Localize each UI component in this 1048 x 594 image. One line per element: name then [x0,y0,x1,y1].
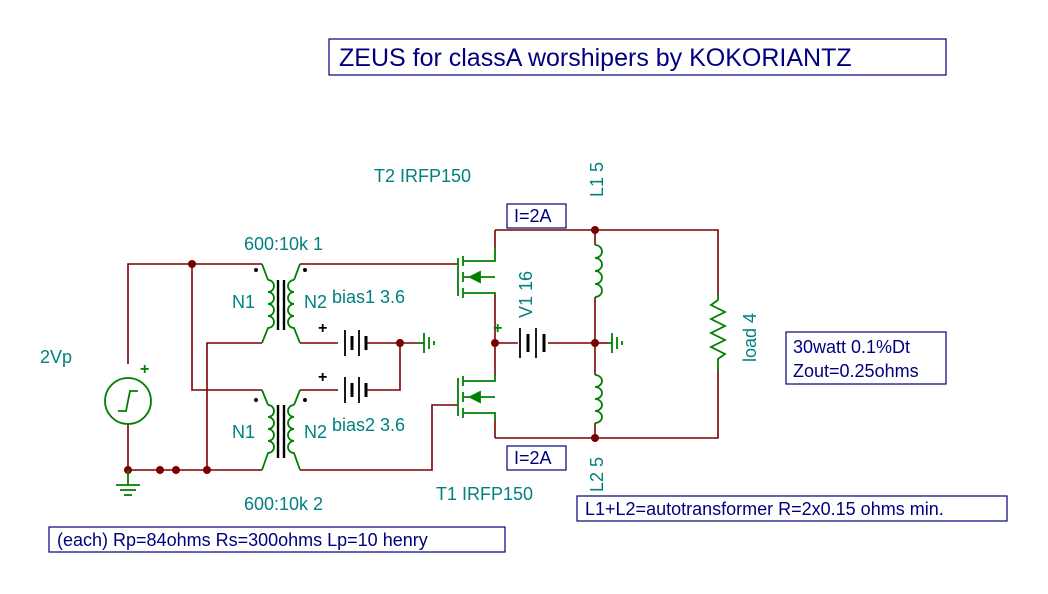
source-label: 2Vp [40,347,72,367]
t1-label: T1 IRFP150 [436,484,533,504]
transformer-1-label: 600:10k 1 [244,234,323,254]
svg-text:(each) Rp=84ohms Rs=300ohms Lp: (each) Rp=84ohms Rs=300ohms Lp=10 henry [57,530,428,550]
transformer-1-n2: N2 [304,292,327,312]
transformer-2-n1: N1 [232,422,255,442]
v1-battery: + V1 16 [493,271,546,358]
wires [127,229,719,471]
svg-text:I=2A: I=2A [514,448,552,468]
ground-icon [116,470,140,496]
t2-label: T2 IRFP150 [374,166,471,186]
l1-label: L1 5 [587,162,607,197]
svg-text:I=2A: I=2A [514,206,552,226]
title-text: ZEUS for classA worshipers by KOKORIANTZ [339,44,852,72]
current-note-top: I=2A [506,203,567,229]
ground-icon [418,333,435,353]
transformer-2-label: 600:10k 2 [244,494,323,514]
bias1-battery: + bias1 3.6 [318,287,405,356]
current-note-bottom: I=2A [506,445,567,471]
v1-label: V1 16 [516,271,536,318]
inductor-l1: L1 5 [587,162,607,298]
bias2-battery: + bias2 3.6 [318,369,405,435]
mosfet-t1: T1 IRFP150 [436,375,533,504]
mosfet-t2: T2 IRFP150 [374,166,496,298]
transformer-2-n2: N2 [304,422,327,442]
junction-nodes [124,226,599,474]
svg-text:L1+L2=autotransformer R=2x0.15: L1+L2=autotransformer R=2x0.15 ohms min. [585,499,944,519]
load-resistor: load 4 [708,295,760,370]
transformer-params-note: (each) Rp=84ohms Rs=300ohms Lp=10 henry [48,526,506,553]
transformer-1-n1: N1 [232,292,255,312]
bias2-label: bias2 3.6 [332,415,405,435]
svg-text:+: + [318,320,327,337]
load-label: load 4 [740,313,760,362]
title-box: ZEUS for classA worshipers by KOKORIANTZ [328,38,947,76]
transformer-2: 600:10k 2 N1 N2 [232,389,327,514]
svg-text:+: + [318,369,327,386]
voltage-source: + 2Vp [40,347,152,425]
autotransformer-note: L1+L2=autotransformer R=2x0.15 ohms min. [576,495,1008,522]
inductor-l2: L2 5 [587,374,607,492]
spec-line-2: Zout=0.25ohms [793,361,919,381]
spec-line-1: 30watt 0.1%Dt [793,337,910,357]
svg-text:+: + [140,361,149,378]
spec-note: 30watt 0.1%Dt Zout=0.25ohms [785,331,947,385]
ground-icon [608,333,623,353]
bias1-label: bias1 3.6 [332,287,405,307]
transformer-1: 600:10k 1 N1 N2 [232,234,327,344]
l2-label: L2 5 [587,457,607,492]
svg-text:+: + [493,320,502,337]
